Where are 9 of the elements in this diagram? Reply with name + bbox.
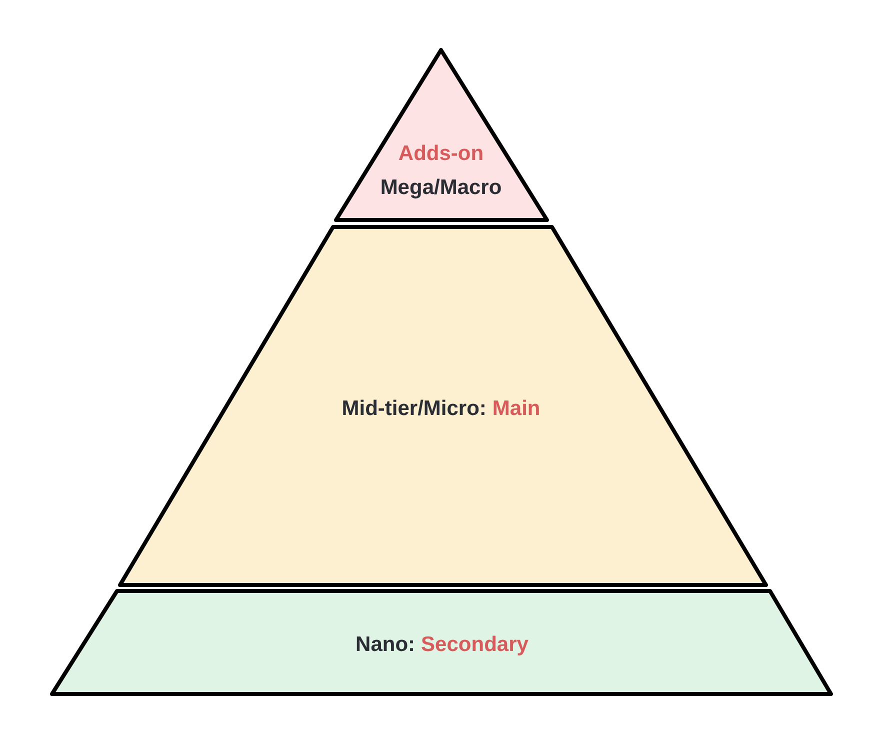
tier-label: Secondary — [421, 632, 528, 658]
tier-label: Mega/Macro — [380, 175, 502, 201]
pyramid-middle-tier — [118, 225, 768, 587]
pyramid-base-tier — [50, 589, 833, 696]
tier-label: Main — [492, 396, 540, 422]
pyramid-apex — [334, 48, 549, 222]
tier-label: Adds-on — [397, 141, 485, 167]
tier-label: Nano: — [356, 632, 416, 658]
tier-label: Mid-tier/Micro: — [342, 396, 486, 422]
